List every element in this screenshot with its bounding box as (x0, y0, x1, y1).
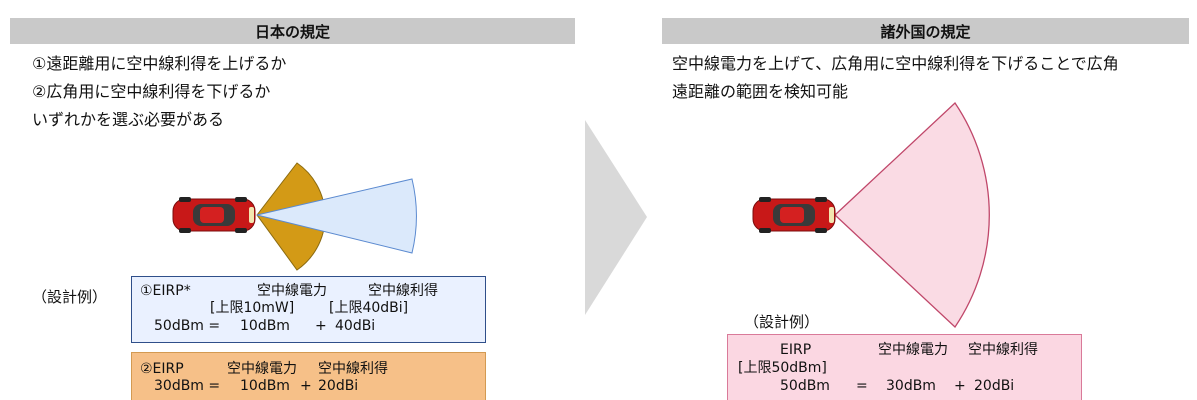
box1-gain-limit: [上限40dBi] (329, 300, 409, 316)
box2-eirp-value: 30dBm = (154, 378, 221, 394)
box2-gain-label: 空中線利得 (318, 361, 388, 377)
box3-eirp-value: 50dBm (780, 378, 830, 394)
box2-gain-value: 20dBi (318, 378, 359, 394)
box1-power-value: 10dBm (240, 318, 290, 334)
foreign-header: 諸外国の規定 (662, 18, 1189, 44)
box2-power-label: 空中線電力 (227, 361, 297, 377)
box1-power-label: 空中線電力 (257, 283, 327, 299)
japan-beam-diagram (172, 162, 417, 271)
box3-gain-label: 空中線利得 (968, 342, 1038, 358)
wide-long-beam-shape (834, 102, 990, 328)
box1-gain-value: 40dBi (335, 318, 376, 334)
box1-eirp-value: 50dBm = (154, 318, 221, 334)
example-box-3: EIRP 空中線電力 空中線利得 [上限50dBm] 50dBm = 30dBm… (727, 334, 1082, 400)
box2-power-value: 10dBm (240, 378, 290, 394)
japan-description: ①遠距離用に空中線利得を上げるか ②広角用に空中線利得を下げるか いずれかを選ぶ… (32, 50, 286, 134)
foreign-example-label: （設計例） (744, 313, 820, 331)
box1-plus: + (315, 318, 327, 334)
box3-power-label: 空中線電力 (878, 342, 948, 358)
japan-line-3: いずれかを選ぶ必要がある (32, 110, 225, 129)
japan-line-2: ②広角用に空中線利得を下げるか (32, 82, 271, 101)
box3-gain-value: 20dBi (974, 378, 1015, 394)
box2-eirp-label: ②EIRP (140, 361, 184, 377)
japan-line-1: ①遠距離用に空中線利得を上げるか (32, 54, 287, 73)
box1-gain-label: 空中線利得 (368, 283, 438, 299)
foreign-beam-diagram (752, 102, 990, 328)
example-box-2: ②EIRP 空中線電力 空中線利得 30dBm = 10dBm + 20dBi (131, 352, 486, 400)
chevron-arrow (585, 120, 647, 315)
foreign-line-1: 空中線電力を上げて、広角用に空中線利得を下げることで広角 (672, 54, 1119, 73)
box1-power-limit: [上限10mW] (210, 300, 295, 316)
box3-eirp-label: EIRP (780, 342, 812, 358)
car-icon (752, 197, 836, 233)
japan-example-label: （設計例） (32, 288, 108, 306)
foreign-description: 空中線電力を上げて、広角用に空中線利得を下げることで広角 遠距離の範囲を検知可能 (672, 50, 1119, 106)
narrow-beam-shape (256, 178, 417, 254)
foreign-line-2: 遠距離の範囲を検知可能 (672, 82, 849, 101)
japan-header: 日本の規定 (10, 18, 575, 44)
box3-eirp-limit: [上限50dBm] (738, 360, 827, 376)
box3-equals: = (856, 378, 868, 394)
example-box-1: ①EIRP* 空中線電力 空中線利得 [上限10mW] [上限40dBi] 50… (131, 276, 486, 343)
box1-eirp-label: ①EIRP* (140, 283, 191, 299)
box2-plus: + (300, 378, 312, 394)
car-icon (172, 197, 256, 233)
box3-power-value: 30dBm (886, 378, 936, 394)
box3-plus: + (954, 378, 966, 394)
